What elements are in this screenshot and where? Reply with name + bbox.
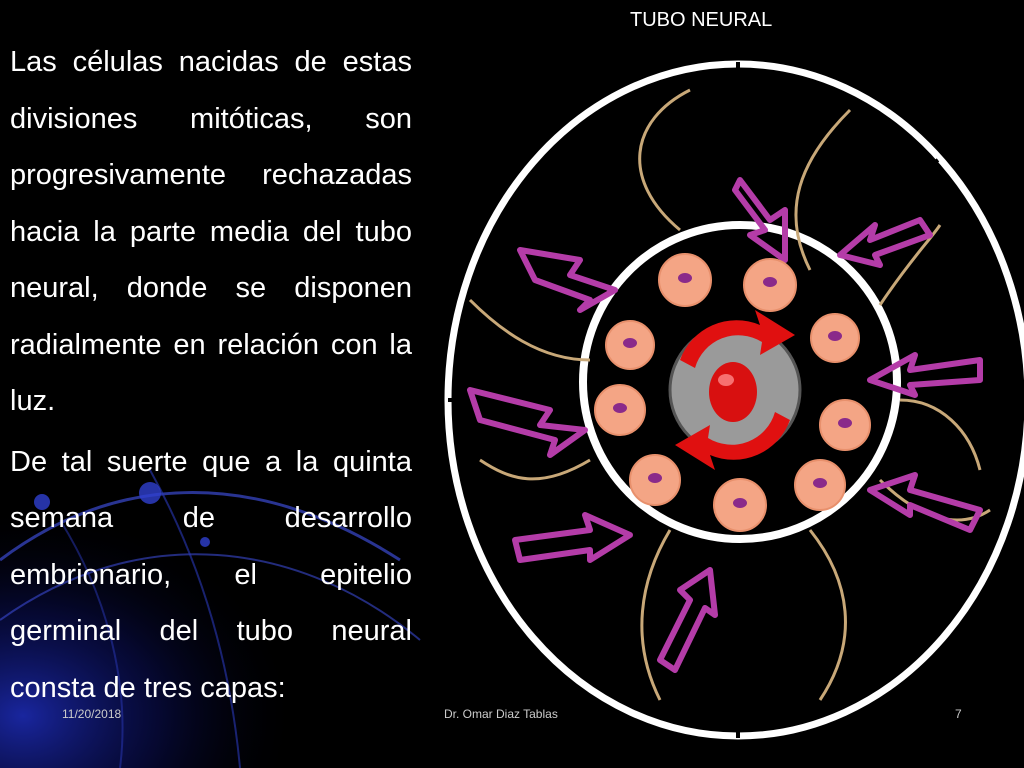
paragraph-1: Las células nacidas de estas divisiones …	[10, 46, 412, 417]
neural-tube-diagram	[444, 60, 1024, 740]
radial-fibres	[468, 88, 991, 701]
inner-ring	[579, 221, 901, 543]
slide-body-text: Las células nacidas de estas divisiones …	[10, 34, 412, 716]
cell-nuclei	[613, 273, 852, 508]
figure-title: TUBO NEURAL	[630, 9, 773, 31]
outer-ticks	[448, 62, 940, 738]
footer-page-number: 7	[955, 707, 962, 721]
migration-arrows	[467, 177, 983, 673]
lumen-center	[668, 310, 802, 470]
paragraph-2: De tal suerte que a la quinta semana de …	[10, 445, 412, 704]
footer-author: Dr. Omar Diaz Tablas	[444, 707, 558, 721]
footer-date: 11/20/2018	[62, 707, 122, 721]
